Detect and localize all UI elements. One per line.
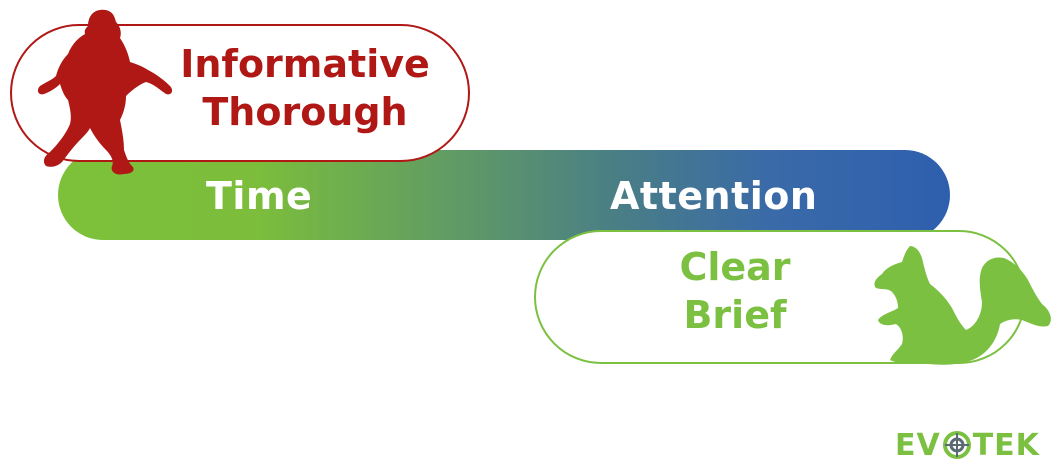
bigfoot-icon [37, 9, 173, 175]
bottom-pill-line1: Clear [679, 245, 791, 289]
logo-mark-icon [942, 431, 971, 459]
logo-text-right: TEK [972, 427, 1040, 463]
gradient-bar [58, 150, 950, 240]
top-pill-line2: Thorough [202, 90, 408, 134]
logo-text-left: EV [895, 427, 941, 463]
bar-label-time: Time [206, 174, 313, 218]
top-pill-text: Informative Thorough [150, 40, 460, 136]
evotek-logo: EV TEK [895, 427, 1040, 463]
bottom-pill-line2: Brief [683, 293, 787, 337]
bottom-pill-text: Clear Brief [610, 243, 860, 339]
squirrel-icon [874, 246, 1051, 365]
bar-label-attention: Attention [610, 174, 818, 218]
top-pill-line1: Informative [180, 42, 430, 86]
